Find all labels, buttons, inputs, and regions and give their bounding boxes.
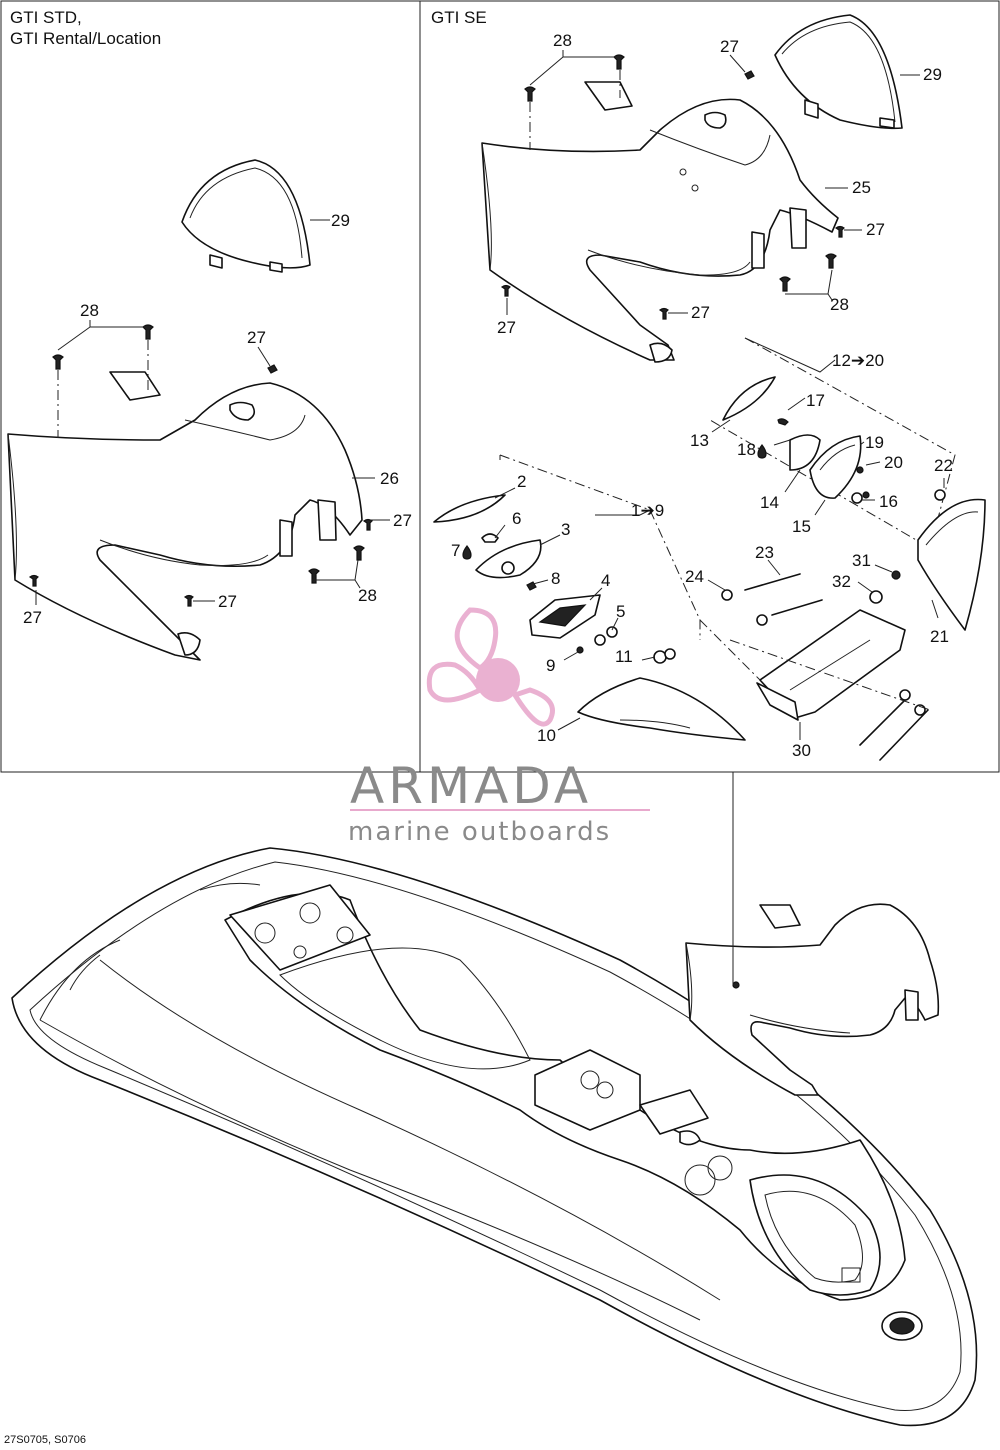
left-callout-27-right: 27 xyxy=(393,511,412,530)
callout-23: 23 xyxy=(755,543,774,562)
right-callout-29: 29 xyxy=(923,65,942,84)
callout-7: 7 xyxy=(451,541,460,560)
left-panel-title-line1: GTI STD, xyxy=(10,8,82,27)
right-callout-28-bottom: 28 xyxy=(830,295,849,314)
callout-18: 18 xyxy=(737,440,756,459)
callout-13: 13 xyxy=(690,431,709,450)
callout-30: 30 xyxy=(792,741,811,760)
left-panel-title-line2: GTI Rental/Location xyxy=(10,29,161,48)
callout-8: 8 xyxy=(551,569,560,588)
left-callout-27-bottom: 27 xyxy=(218,592,237,611)
callout-16: 16 xyxy=(879,492,898,511)
right-callout-27-right: 27 xyxy=(866,220,885,239)
callout-2: 2 xyxy=(517,472,526,491)
light-assembly xyxy=(433,454,701,664)
right-upper-leaders xyxy=(506,50,920,315)
mirror-support-bracket xyxy=(699,498,986,761)
callout-5: 5 xyxy=(616,602,625,621)
left-callout-29: 29 xyxy=(331,211,350,230)
mirror-leaders xyxy=(711,337,945,516)
left-callout-28-top: 28 xyxy=(80,301,99,320)
light-leaders xyxy=(494,455,656,661)
armada-propeller-logo xyxy=(426,607,555,727)
installed-cowl-view xyxy=(685,772,940,1096)
callout-32: 32 xyxy=(832,572,851,591)
left-front-cowl-26 xyxy=(7,371,363,661)
right-cap-29 xyxy=(774,14,903,130)
callout-24: 24 xyxy=(685,567,704,586)
mirror-assembly xyxy=(709,337,956,549)
callout-9: 9 xyxy=(546,656,555,675)
callout-7-oil-drop-icon xyxy=(462,545,472,560)
bracket-leaders xyxy=(707,559,939,740)
callout-21: 21 xyxy=(930,627,949,646)
callout-31: 31 xyxy=(852,551,871,570)
callout-15: 15 xyxy=(792,517,811,536)
drawing-code: 27S0705, S0706 xyxy=(4,1434,86,1446)
top-panels-frame xyxy=(0,0,1000,773)
callout-20: 20 xyxy=(884,453,903,472)
right-screws xyxy=(500,54,845,320)
callout-3: 3 xyxy=(561,520,570,539)
callout-17: 17 xyxy=(806,391,825,410)
callout-12-20: 12➔20 xyxy=(832,351,884,370)
callout-11: 11 xyxy=(615,647,633,666)
right-front-cowl-25 xyxy=(481,81,839,363)
left-leaders xyxy=(35,219,390,605)
right-callout-28-top: 28 xyxy=(553,31,572,50)
left-callout-28-bottom: 28 xyxy=(358,586,377,605)
watermark-tagline: marine outboards xyxy=(348,817,611,847)
left-screws xyxy=(28,324,373,607)
callout-1-9: 1➔9 xyxy=(631,501,664,520)
right-panel-title: GTI SE xyxy=(431,8,487,27)
handlebar-cover-10 xyxy=(557,677,746,741)
watermark-brand: ARMADA xyxy=(350,757,592,815)
callout-10: 10 xyxy=(537,726,556,745)
right-callout-25: 25 xyxy=(852,178,871,197)
right-callout-27-bottom: 27 xyxy=(691,303,710,322)
callout-6: 6 xyxy=(512,509,521,528)
left-cap-29 xyxy=(181,159,311,273)
callout-18-oil-drop-icon xyxy=(757,444,767,459)
right-callout-27-left: 27 xyxy=(497,318,516,337)
callout-4: 4 xyxy=(601,571,610,590)
left-callout-26: 26 xyxy=(380,469,399,488)
left-callout-27-top: 27 xyxy=(247,328,266,347)
left-callout-27-left: 27 xyxy=(23,608,42,627)
hull-body xyxy=(11,847,978,1427)
callout-19: 19 xyxy=(865,433,884,452)
callout-14: 14 xyxy=(760,493,779,512)
callout-22: 22 xyxy=(934,456,953,475)
right-callout-27-top: 27 xyxy=(720,37,739,56)
